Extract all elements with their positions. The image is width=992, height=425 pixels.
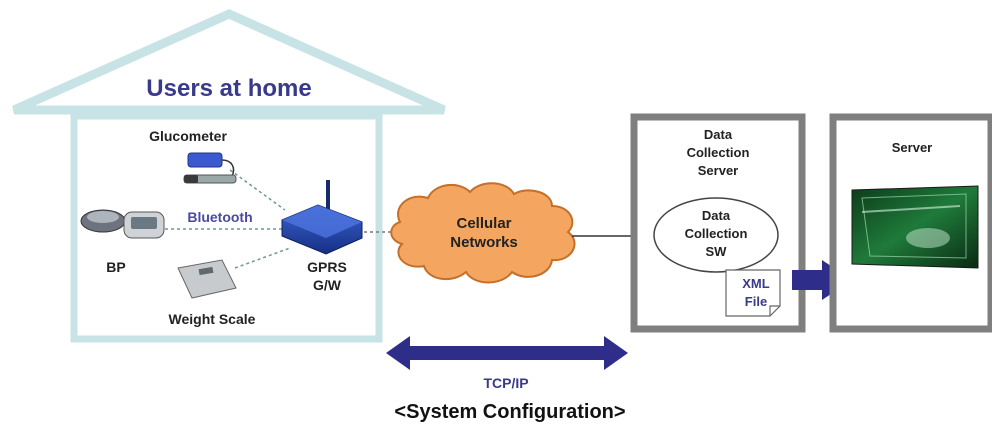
collection-server-label-line2: Collection <box>687 145 750 160</box>
collection-sw-ellipse <box>653 197 779 273</box>
data-collection-server: Data Collection Server Data Collection S… <box>630 113 806 333</box>
cloud-shape <box>390 182 576 284</box>
glucometer-label: Glucometer <box>149 128 227 144</box>
tcp-ip-arrow: TCP/IP <box>386 336 628 391</box>
house-body <box>70 112 383 343</box>
server-label: Server <box>892 140 932 155</box>
collection-sw-label-line1: Data <box>702 208 731 223</box>
bluetooth-label: Bluetooth <box>187 209 252 225</box>
server: Server <box>829 113 992 333</box>
figure-caption: <System Configuration> <box>394 401 625 423</box>
bluetooth-links <box>165 169 291 269</box>
xml-file-icon: XML File <box>725 269 781 317</box>
collection-server-label-line3: Server <box>698 163 738 178</box>
weight-scale-label: Weight Scale <box>169 311 256 327</box>
link-glucometer <box>229 169 286 211</box>
bp-device: BP <box>80 209 165 275</box>
gateway-label-line1: GPRS <box>307 259 347 275</box>
weight-scale-device: Weight Scale <box>169 259 256 327</box>
home-house: Users at home <box>12 9 446 343</box>
link-scale <box>234 247 291 269</box>
collection-sw-label-line2: Collection <box>685 226 748 241</box>
collection-server-label-line1: Data <box>704 127 733 142</box>
gprs-gateway: GPRS G/W <box>281 180 363 293</box>
collection-sw-label-line3: SW <box>706 244 728 259</box>
glucometer-device: Glucometer <box>149 128 237 184</box>
house-title: Users at home <box>146 75 311 102</box>
double-arrow <box>386 336 628 370</box>
gateway-label-line2: G/W <box>313 277 342 293</box>
weight-scale-platform <box>177 259 237 299</box>
glucometer-meter <box>187 152 223 168</box>
xml-file-label-line2: File <box>745 294 767 309</box>
network-label-line2: Networks <box>450 234 518 251</box>
bp-label: BP <box>106 259 125 275</box>
cellular-network-cloud: Cellular Networks <box>390 182 576 284</box>
network-label-line1: Cellular <box>456 215 511 232</box>
server-screen-image <box>851 185 979 269</box>
xml-file-label-line1: XML <box>742 276 770 291</box>
tcp-ip-label: TCP/IP <box>483 375 528 391</box>
